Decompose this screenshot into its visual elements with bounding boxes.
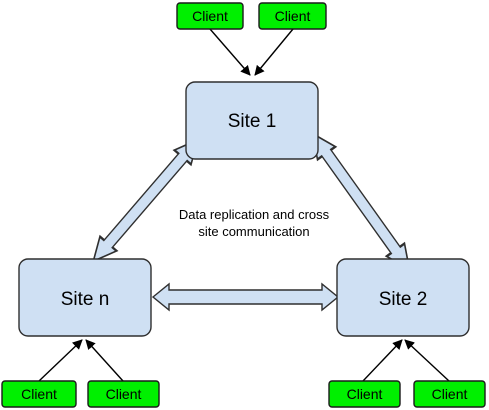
site-n-label: Site n <box>61 289 110 310</box>
client-node-bottom-2: Client <box>87 380 160 408</box>
client-label: Client <box>21 386 57 402</box>
replication-arrow-site1-site2 <box>311 131 411 272</box>
site-n-node: Site n <box>18 258 152 337</box>
client-connectors <box>38 28 450 382</box>
client-label: Client <box>106 386 142 402</box>
site-1-label: Site 1 <box>228 111 277 132</box>
caption-line-2: site communication <box>198 224 309 239</box>
client-node-bottom-3: Client <box>328 380 401 408</box>
client-label: Client <box>275 8 311 24</box>
client-label: Client <box>192 8 228 24</box>
caption-line-1: Data replication and cross <box>179 207 330 222</box>
site-2-label: Site 2 <box>379 289 428 310</box>
client-node-top-left: Client <box>176 2 244 30</box>
client-node-top-right: Client <box>258 2 327 30</box>
replication-arrow-siten-site2 <box>151 282 340 312</box>
site-2-node: Site 2 <box>336 258 470 337</box>
client-node-bottom-1: Client <box>1 380 77 408</box>
client-label: Client <box>432 386 468 402</box>
client-node-bottom-4: Client <box>413 380 486 408</box>
client-label: Client <box>347 386 383 402</box>
site-1-node: Site 1 <box>185 81 319 160</box>
